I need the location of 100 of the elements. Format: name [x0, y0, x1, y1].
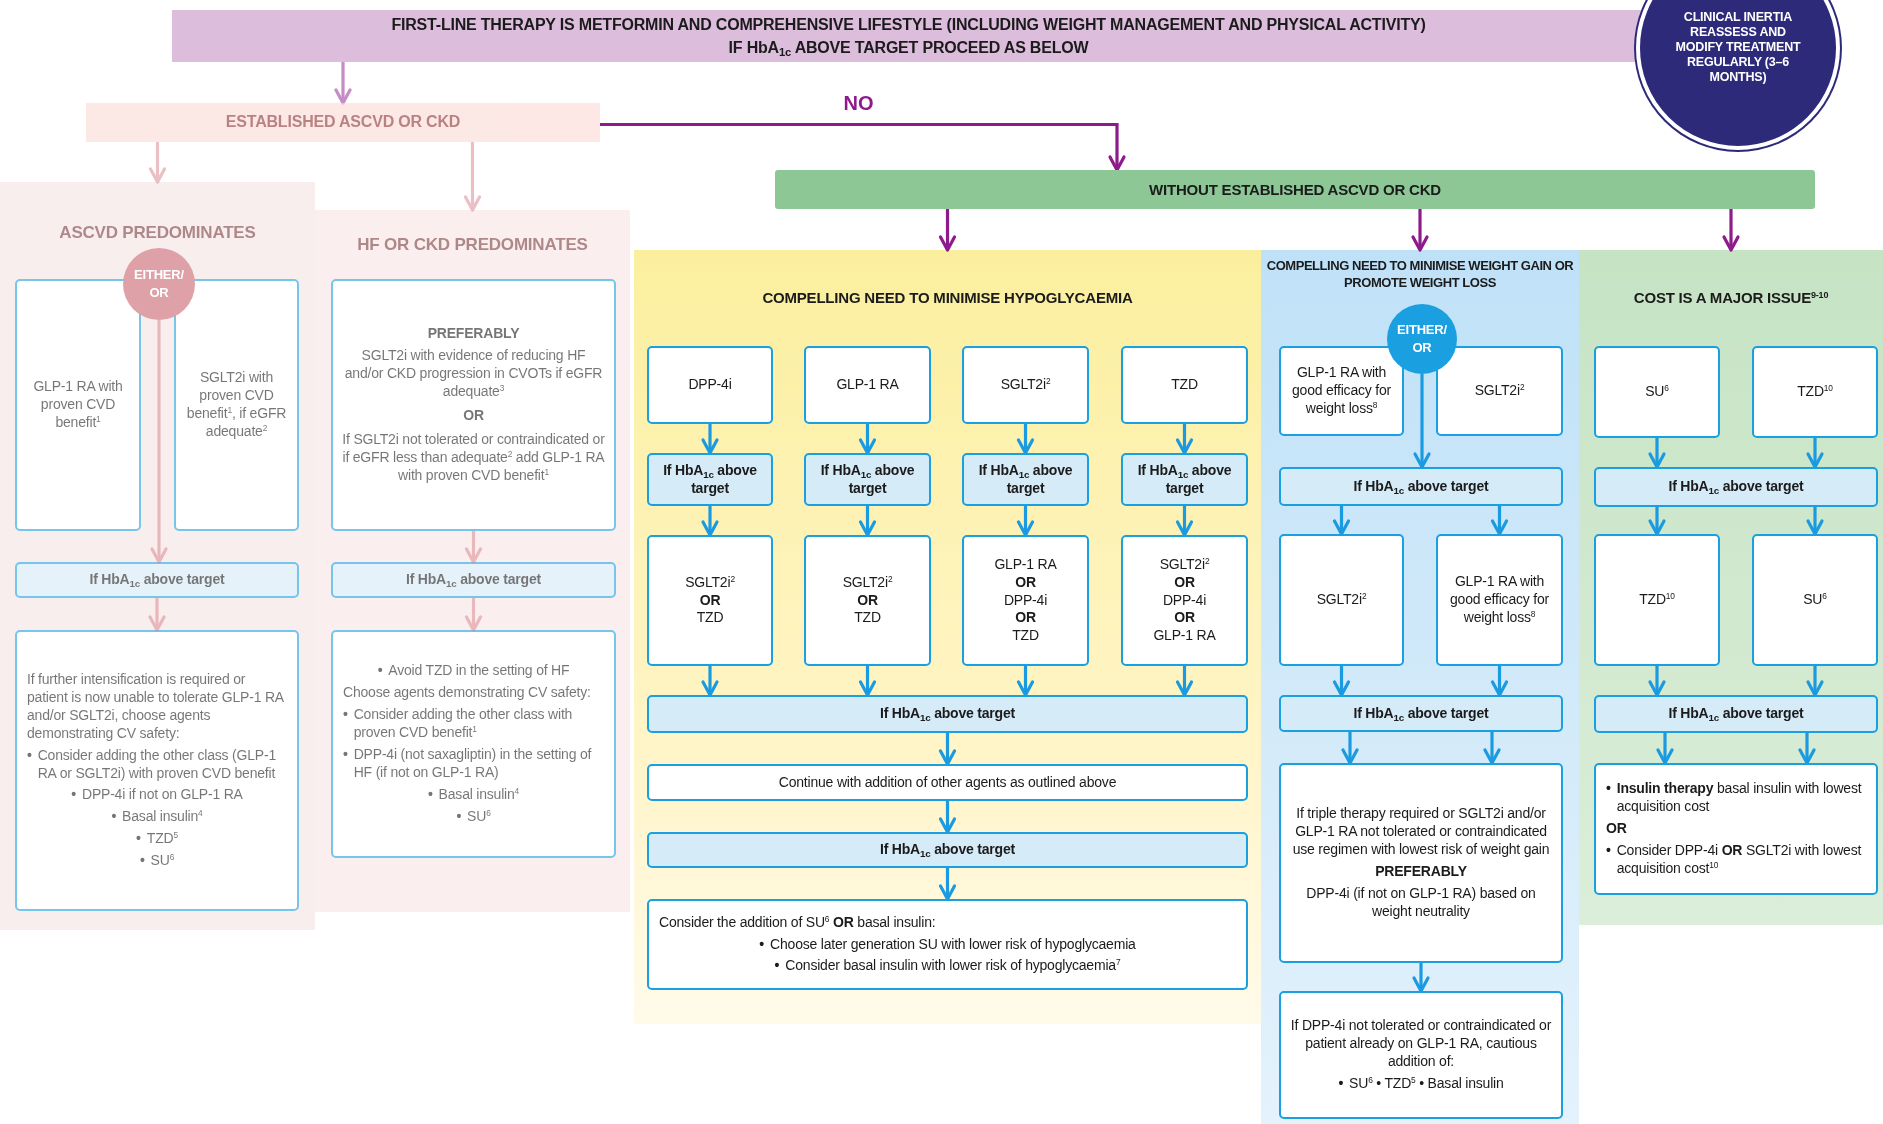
- box-text: If HbA$_{1c}$ above target: [1136, 461, 1233, 498]
- box-text: SGLT2i$^{2}$: [1000, 376, 1051, 394]
- arrow: [1175, 666, 1194, 697]
- arrow: [858, 424, 877, 455]
- treatment-box: [804, 346, 931, 424]
- box-text: ESTABLISHED ASCVD OR CKD: [225, 112, 461, 133]
- treatment-box: [647, 346, 773, 424]
- treatment-box: [1279, 763, 1563, 963]
- treatment-box: [1752, 346, 1878, 438]
- treatment-box: [647, 764, 1248, 801]
- bullet-marker: •: [759, 935, 765, 954]
- box-text: If HbA$_{1c}$ above target: [89, 571, 225, 589]
- treatment-box: [1436, 346, 1563, 436]
- arrow: [1341, 732, 1359, 765]
- condition-box: [1594, 467, 1878, 507]
- treatment-box: [1594, 346, 1720, 438]
- arrow: [701, 506, 719, 537]
- bullet-text: SU$^{6}$: [150, 852, 175, 871]
- box-text: GLP-1 RA: [836, 376, 899, 394]
- box-text: If HbA$_{1c}$ above target: [1668, 478, 1804, 496]
- arrow: [1648, 507, 1666, 536]
- pathway-panel: [0, 182, 315, 930]
- treatment-box: [962, 535, 1089, 666]
- treatment-box: [1279, 534, 1404, 666]
- arrow: [938, 733, 957, 766]
- arrow: [1483, 732, 1501, 765]
- bullet-text: DPP-4i (not saxagliptin) in the setting of HF (if not on GLP-1 RA): [353, 746, 593, 782]
- box-text: If further intensification is required or patient is now unable to tolerate GLP-1 RA and/or SGLT2i, choose agents demonstrating CV safety:: [27, 670, 285, 743]
- bullet-text: Avoid TZD in the setting of HF: [388, 662, 570, 681]
- treatment-box: [15, 279, 141, 531]
- box-text: If HbA$_{1c}$ above target: [879, 841, 1016, 859]
- arrow: [858, 666, 877, 697]
- bullet-marker: •: [427, 785, 433, 804]
- arrow: [1648, 438, 1666, 469]
- condition-box: [1594, 695, 1878, 733]
- box-text: OR: [1606, 820, 1628, 838]
- box-text: SU$^{6}$: [1803, 591, 1827, 609]
- arrow: [1798, 733, 1816, 765]
- arrow: [1175, 424, 1194, 455]
- box-text: If HbA$_{1c}$ above target: [662, 461, 758, 498]
- bullet-marker: •: [343, 746, 348, 764]
- box-text: SU$^{6}$: [1645, 383, 1669, 401]
- arrow: [334, 62, 352, 105]
- pathway-panel: [634, 250, 1261, 1024]
- box-text: If HbA$_{1c}$ above target: [405, 571, 542, 589]
- box-text: If HbA$_{1c}$ above target: [1353, 704, 1489, 723]
- pathway-panel: [315, 210, 630, 912]
- box-text: Consider the addition of SU$^{6}$ OR basal insulin:: [659, 913, 937, 932]
- bullet-marker: •: [1606, 841, 1611, 860]
- bullet-marker: •: [377, 662, 383, 681]
- treatment-box: [1752, 534, 1878, 666]
- panel-heading: COMPELLING NEED TO MINIMISE HYPOGLYCAEMIA: [761, 288, 1134, 308]
- box-text: SGLT2i$^{2}$: [1316, 591, 1367, 609]
- decision-box: [775, 170, 1815, 209]
- box-text: If HbA$_{1c}$ above target: [1353, 477, 1489, 496]
- treatment-box: [1121, 535, 1248, 666]
- treatment-box: [962, 346, 1089, 424]
- bullet-text: DPP-4i if not on GLP-1 RA: [81, 786, 243, 805]
- arrow: [1413, 374, 1431, 469]
- bullet-marker: •: [136, 830, 141, 849]
- arrow: [1016, 424, 1035, 455]
- bullet-text: Basal insulin$^{4}$: [122, 808, 203, 827]
- box-text: DPP-4i: [688, 376, 732, 394]
- box-text: If SGLT2i not tolerated or contraindicated or if eGFR less than adequate$^{2}$ add GLP-1 RA with proven CVD benefit$^{1}$: [341, 430, 606, 485]
- box-text: FIRST-LINE THERAPY IS METFORMIN AND COMPREHENSIVE LIFESTYLE (INCLUDING WEIGHT MANAGEMENT AND PHYSICAL ACTIVITY): [391, 14, 1426, 34]
- arrow: [1412, 963, 1430, 993]
- box-text: If HbA$_{1c}$ above target: [819, 461, 916, 498]
- bullet-text: SU$^{6}$: [467, 807, 491, 826]
- arrow: [464, 598, 483, 632]
- arrow: [464, 531, 483, 564]
- condition-box: [962, 453, 1089, 506]
- arrow: [1411, 209, 1429, 252]
- treatment-box: [1436, 534, 1563, 666]
- arrow: [938, 209, 957, 252]
- bullet-marker: •: [343, 706, 348, 725]
- box-text: If HbA$_{1c}$ above target: [879, 705, 1016, 723]
- bullet-marker: •: [1338, 1074, 1344, 1093]
- panel-heading: COMPELLING NEED TO MINIMISE WEIGHT GAIN OR PROMOTE WEIGHT LOSS: [1265, 258, 1575, 292]
- box-text: EITHER/ OR: [1397, 321, 1447, 357]
- panel-heading: HF OR CKD PREDOMINATES: [356, 234, 589, 256]
- arrow: [150, 320, 168, 564]
- arrow: [701, 424, 719, 455]
- treatment-box: [647, 535, 773, 666]
- arrow: [148, 598, 166, 632]
- treatment-box: [331, 630, 616, 858]
- pathway-panel: [1579, 250, 1883, 925]
- box-text: IF HbA$_{1c}$ ABOVE TARGET PROCEED AS BELOW: [728, 38, 1089, 58]
- arrow: [463, 142, 482, 212]
- arrow: [938, 801, 957, 834]
- bullet-marker: •: [774, 957, 780, 976]
- box-text: Choose agents demonstrating CV safety:: [343, 684, 592, 703]
- condition-box: [1121, 453, 1248, 506]
- box-text: SGLT2i with proven CVD benefit$^{1}$, if eGFR adequate$^{2}$: [185, 369, 288, 441]
- box-text: PREFERABLY: [1375, 863, 1467, 881]
- arrow: [1332, 666, 1351, 697]
- box-text: SGLT2i with evidence of reducing HF and/or CKD progression in CVOTs if eGFR adequate$^{3}$: [343, 347, 604, 401]
- condition-box: [15, 562, 299, 598]
- condition-box: [331, 562, 616, 598]
- condition-box: [647, 453, 773, 506]
- bullet-text: Consider DPP-4i OR SGLT2i with lowest acquisition cost$^{10}$: [1616, 841, 1863, 878]
